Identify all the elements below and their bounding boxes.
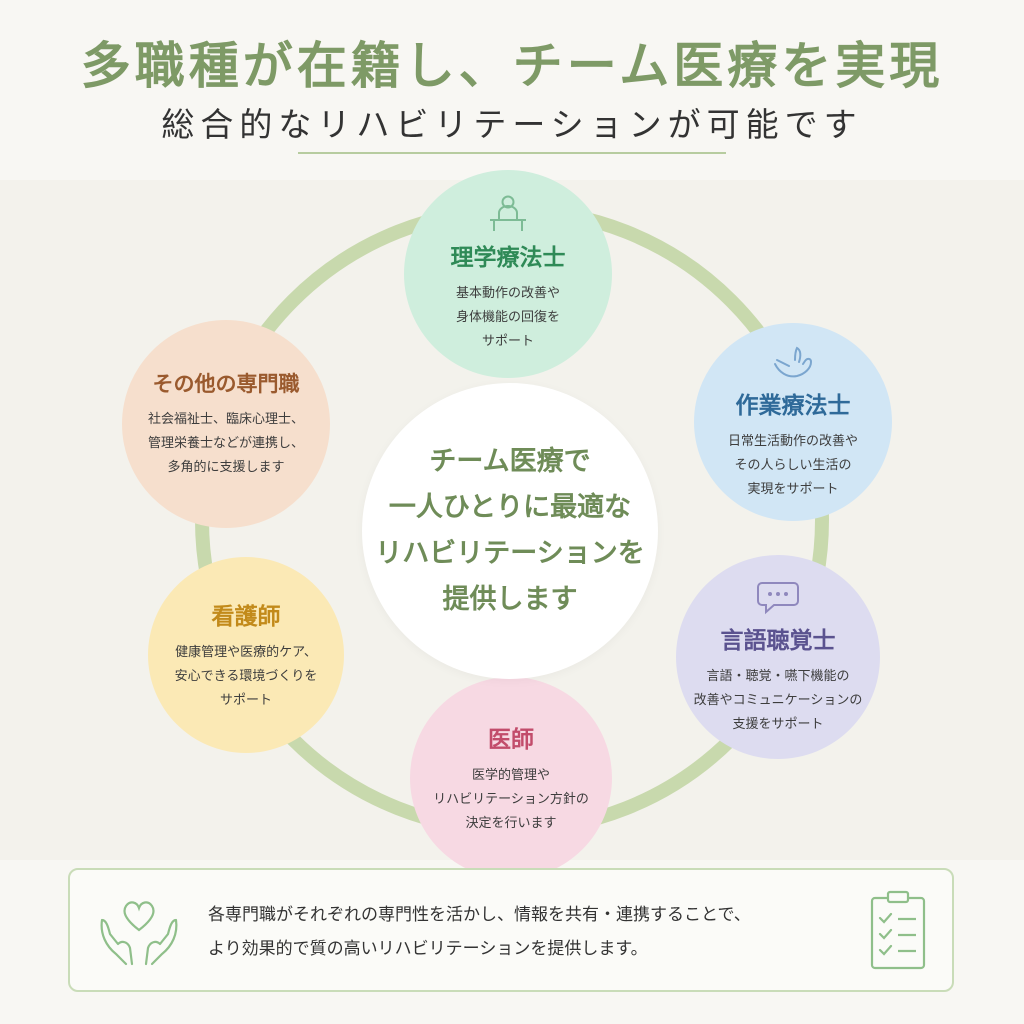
node-doctor: 医師 医学的管理や リハビリテーション方針の 決定を行います	[410, 677, 612, 879]
center-message: チーム医療で 一人ひとりに最適な リハビリテーションを 提供します	[375, 446, 645, 615]
node-occupational-therapist: 作業療法士 日常生活動作の改善や その人らしい生活の 実現をサポート	[694, 323, 892, 521]
node-title: 医師	[488, 726, 534, 753]
footer-text: 各専門職がそれぞれの専門性を活かし、情報を共有・連携することで、 より効果的で質…	[208, 905, 751, 959]
heart-hands-icon	[100, 901, 178, 966]
node-description: 社会福祉士、臨床心理士、 管理栄養士などが連携し、 多角的に支援します	[147, 412, 304, 475]
node-description: 医学的管理や リハビリテーション方針の 決定を行います	[433, 768, 589, 831]
speech-bubble-icon	[757, 582, 799, 615]
checklist-clipboard-icon	[870, 890, 926, 970]
footer-box: 各専門職がそれぞれの専門性を活かし、情報を共有・連携することで、 より効果的で質…	[68, 868, 954, 992]
node-title: 言語聴覚士	[720, 627, 836, 654]
node-other-specialists: その他の専門職 社会福祉士、臨床心理士、 管理栄養士などが連携し、 多角的に支援…	[122, 320, 330, 528]
node-title: 看護師	[211, 603, 281, 630]
node-description: 基本動作の改善や 身体機能の回復を サポート	[455, 286, 560, 349]
node-description: 言語・聴覚・嚥下機能の 改善やコミュニケーションの 支援をサポート	[693, 669, 863, 732]
node-title: その他の専門職	[152, 371, 300, 396]
node-speech-therapist: 言語聴覚士 言語・聴覚・嚥下機能の 改善やコミュニケーションの 支援をサポート	[676, 555, 880, 759]
node-physical-therapist: 理学療法士 基本動作の改善や 身体機能の回復を サポート	[404, 170, 612, 378]
node-description: 日常生活動作の改善や その人らしい生活の 実現をサポート	[727, 434, 858, 497]
node-description: 健康管理や医療的ケア、 安心できる環境づくりを サポート	[174, 645, 318, 708]
hand-icon	[774, 346, 813, 378]
node-title: 理学療法士	[450, 244, 566, 271]
title-divider	[298, 152, 726, 154]
center-circle: チーム医療で 一人ひとりに最適な リハビリテーションを 提供します	[362, 383, 658, 679]
person-at-desk-icon	[490, 195, 526, 231]
page-title: 多職種が在籍し、チーム医療を実現	[80, 36, 944, 95]
node-nurse: 看護師 健康管理や医療的ケア、 安心できる環境づくりを サポート	[148, 557, 344, 753]
node-title: 作業療法士	[735, 392, 851, 419]
page-subtitle: 総合的なリハビリテーションが可能です	[161, 105, 863, 144]
